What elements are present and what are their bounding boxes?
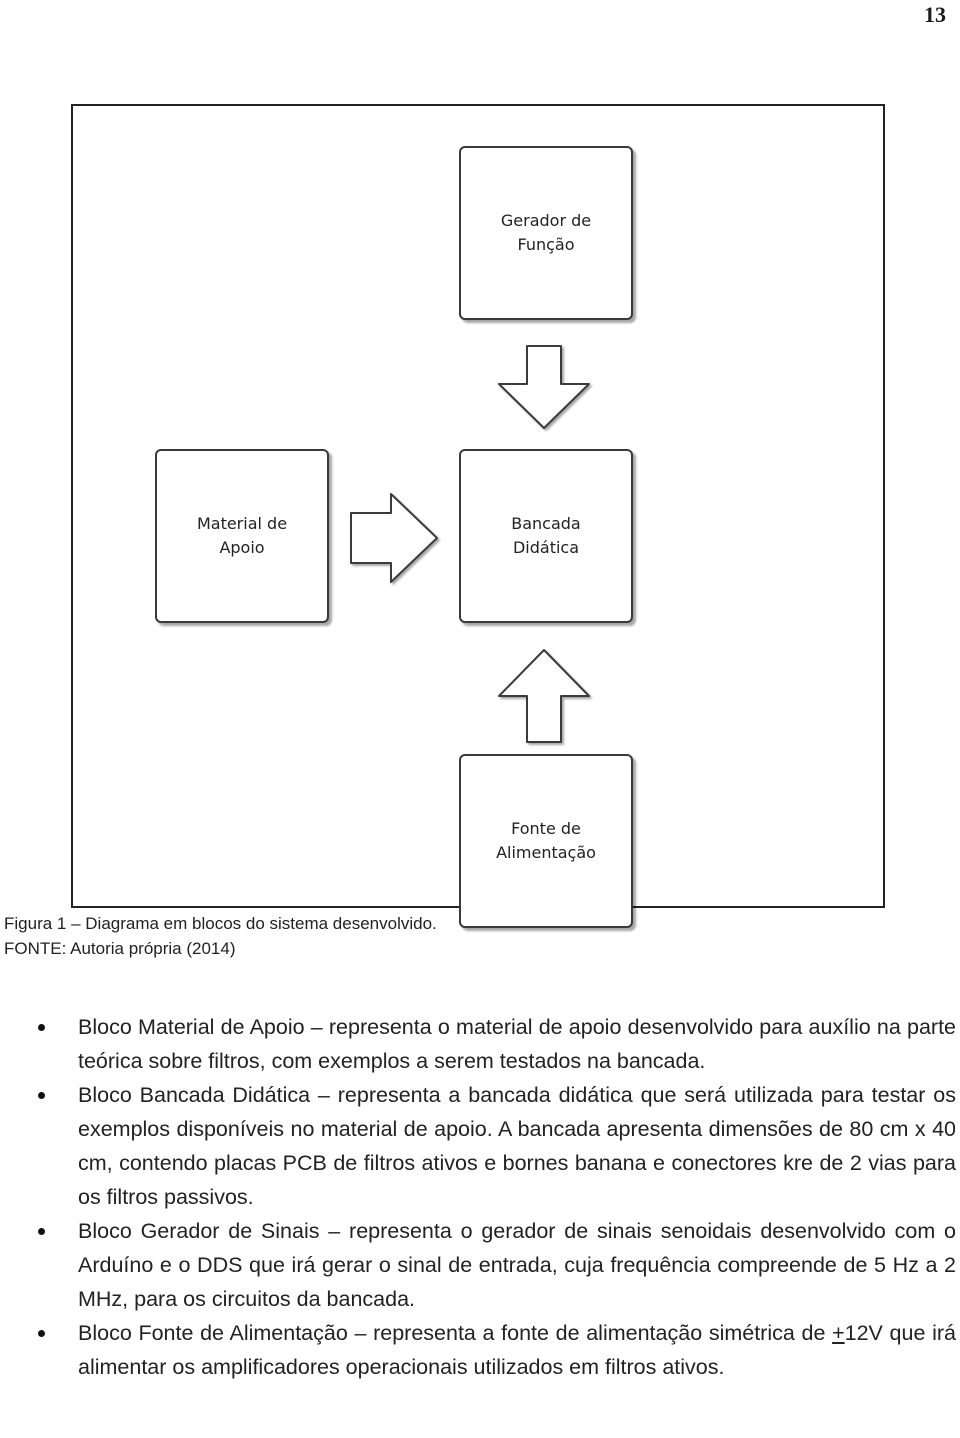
bullet-icon — [38, 1092, 45, 1099]
arrow-right-icon — [350, 493, 438, 583]
block-fonte-alimentacao: Fonte de Alimentação — [459, 754, 633, 928]
block-label: Função — [517, 235, 575, 254]
list-item: Bloco Gerador de Sinais – representa o g… — [0, 1214, 960, 1316]
plus-minus-symbol: + — [832, 1321, 845, 1345]
arrow-up-icon — [498, 649, 590, 743]
block-label: Gerador de — [500, 211, 592, 230]
list-item-text: Bloco Gerador de Sinais – representa o g… — [78, 1219, 956, 1311]
list-item: Bloco Bancada Didática – representa a ba… — [0, 1078, 960, 1214]
block-diagram: Gerador de Função Material de Apoio Bancad… — [71, 104, 885, 928]
block-label: Alimentação — [496, 843, 596, 862]
block-label: Apoio — [219, 538, 265, 557]
block-material-apoio: Material de Apoio — [155, 449, 329, 623]
bullet-icon — [38, 1330, 45, 1337]
list-item-text: Bloco Bancada Didática – representa a ba… — [78, 1083, 956, 1209]
block-label: Didática — [512, 538, 580, 557]
bullet-icon — [38, 1228, 45, 1235]
list-item-text: Bloco Material de Apoio – representa o m… — [78, 1015, 956, 1073]
block-gerador-funcao: Gerador de Função — [459, 146, 633, 320]
list-item: Bloco Fonte de Alimentação – representa … — [0, 1316, 960, 1384]
list-item-text: Bloco Fonte de Alimentação – representa … — [78, 1321, 833, 1345]
bullet-list: Bloco Material de Apoio – representa o m… — [0, 1010, 960, 1384]
page-number: 13 — [924, 2, 946, 27]
figure-caption: Figura 1 – Diagrama em blocos do sistema… — [4, 914, 437, 933]
block-label: Fonte de — [511, 819, 581, 838]
list-item-text: 12V que irá alimentar os amplificadores … — [78, 1321, 956, 1379]
bullet-icon — [38, 1024, 45, 1031]
block-label: Bancada — [511, 514, 581, 533]
list-item: Bloco Material de Apoio – representa o m… — [0, 1010, 960, 1078]
figure-source: FONTE: Autoria própria (2014) — [4, 939, 236, 958]
block-label: Material de — [196, 514, 288, 533]
arrow-down-icon — [498, 345, 590, 429]
diagram-arrows — [350, 345, 590, 743]
